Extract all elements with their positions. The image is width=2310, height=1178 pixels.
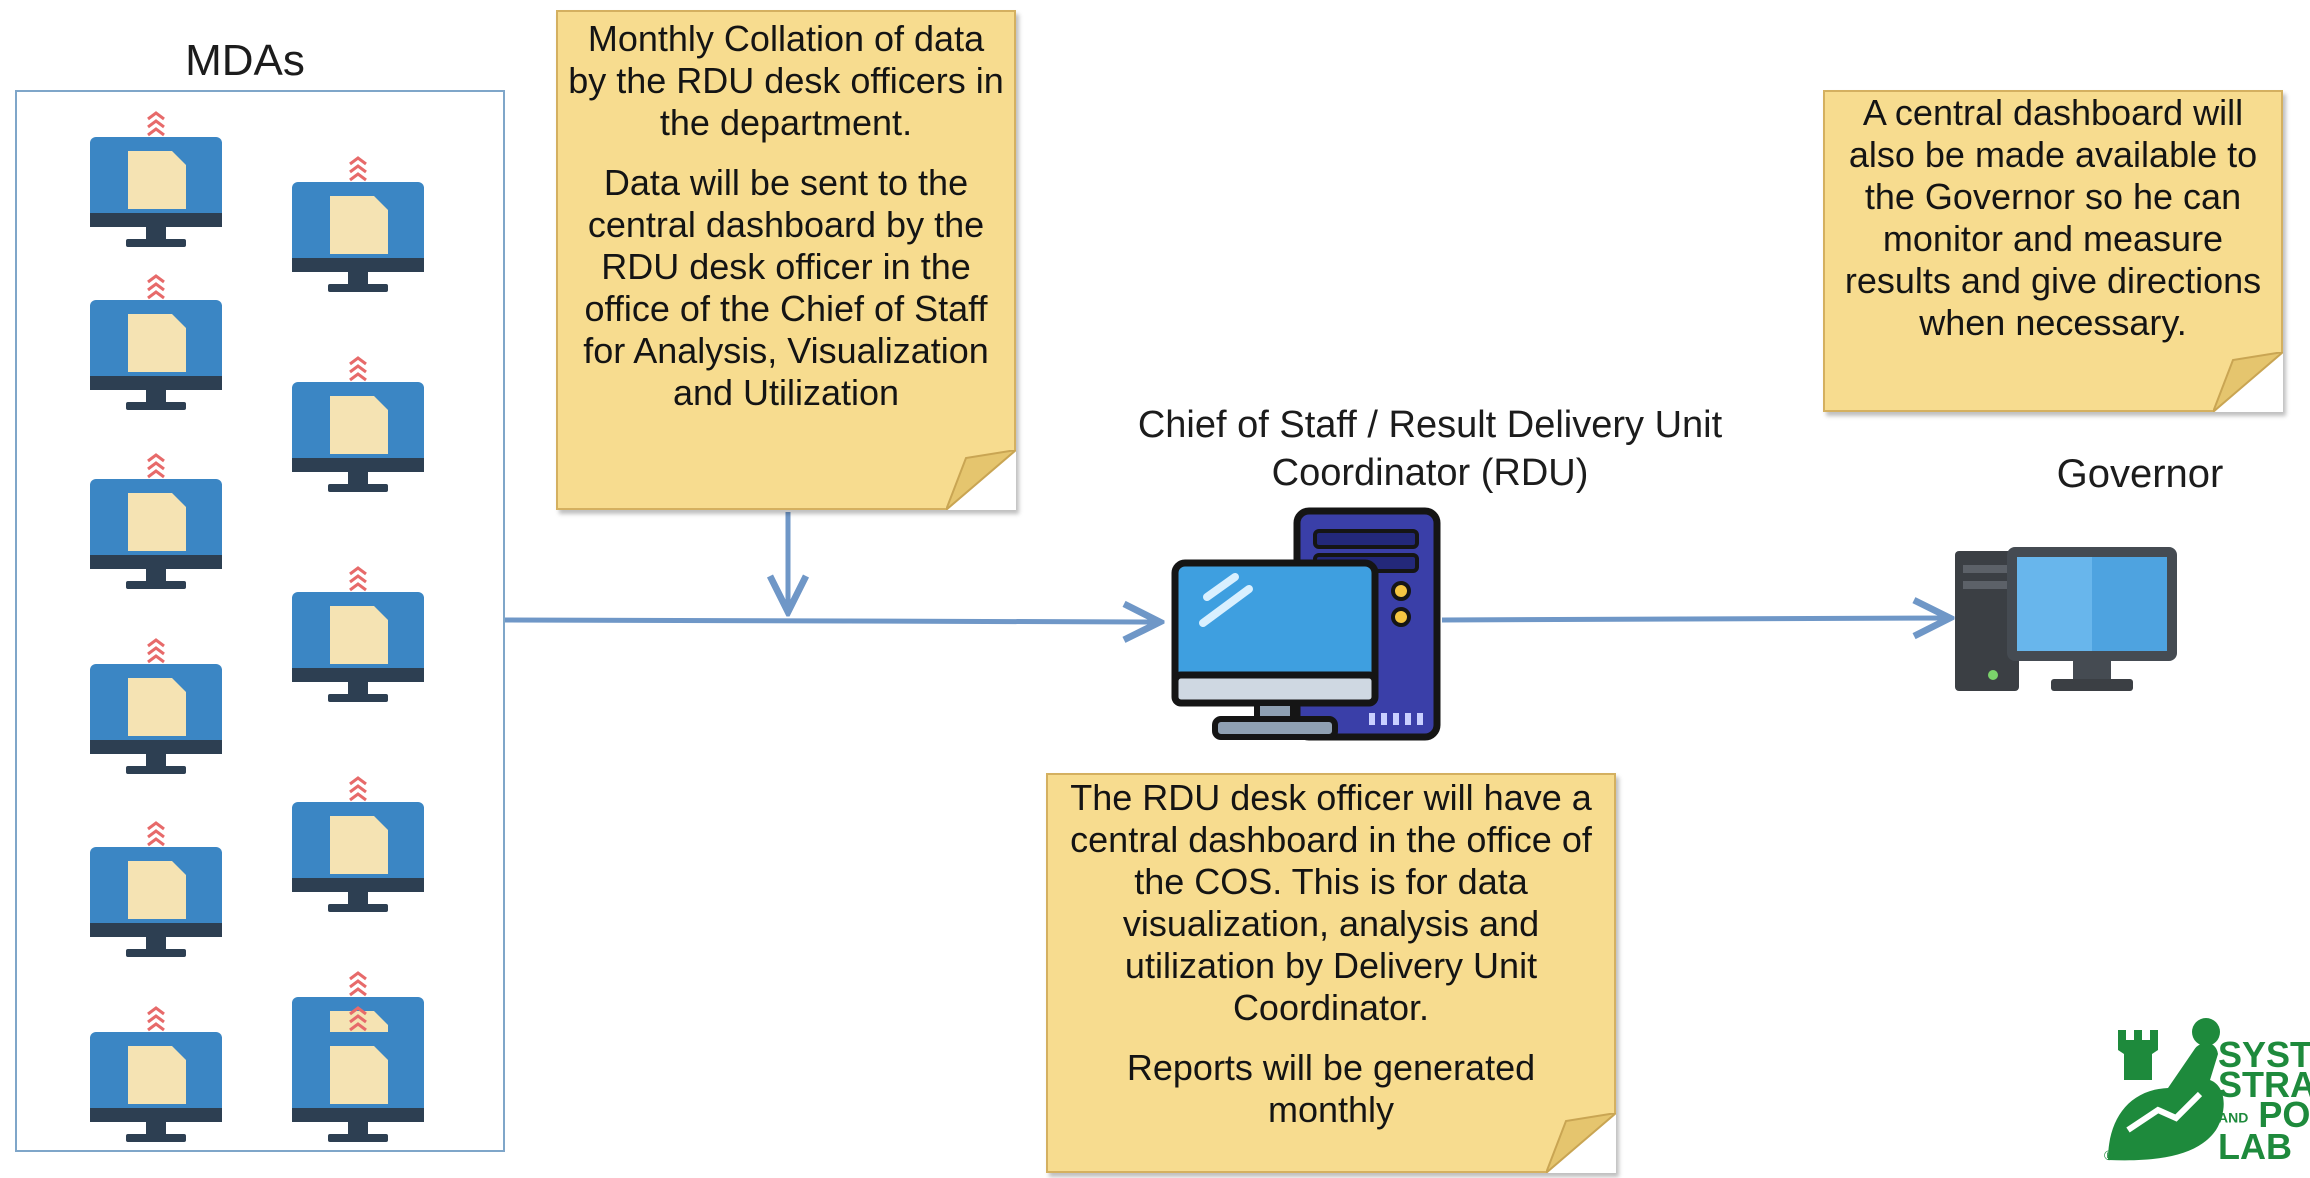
mda-monitor-icon — [292, 1006, 424, 1142]
mda-monitor-icon — [292, 356, 424, 492]
governor-computer-icon — [1955, 547, 2177, 691]
cos-label-line2: Coordinator (RDU) — [1271, 452, 1589, 494]
mdas-title: MDAs — [185, 36, 305, 85]
note-governor-dashboard: A central dashboard will also be made av… — [1823, 90, 2283, 412]
note-monthly-collation: Monthly Collation of data by the RDU des… — [556, 10, 1016, 510]
note-collation-text-1: Monthly Collation of data by the RDU des… — [568, 18, 1004, 143]
system-strategy-logo: ® — [2104, 1018, 2224, 1163]
mda-monitor-icon — [90, 821, 222, 957]
mda-monitor-icon — [90, 453, 222, 589]
cos-label-line1: Chief of Staff / Result Delivery Unit — [1137, 404, 1723, 446]
registered-mark: ® — [2104, 1147, 2115, 1163]
mda-monitor-icon — [90, 1006, 222, 1142]
mda-monitor-icon — [292, 156, 424, 292]
note-fold-icon — [1546, 1113, 1616, 1173]
logo-line-1: SYSTEM — [2218, 1034, 2310, 1075]
note-fold-icon — [946, 450, 1016, 510]
mda-monitor-icon — [90, 638, 222, 774]
note-rdu-text-2: Reports will be generated monthly — [1126, 1047, 1536, 1130]
note-governor-text: A central dashboard will also be made av… — [1844, 92, 2262, 343]
logo-line-3: AND POL — [2218, 1097, 2310, 1133]
governor-label: Governor — [2056, 452, 2224, 496]
logo-line-2: STRAT — [2218, 1064, 2310, 1105]
mda-monitor-icon — [90, 274, 222, 410]
arrow-cos-to-governor — [1441, 618, 1950, 620]
mda-monitor-icon — [292, 776, 424, 912]
logo-line-3-small: AND — [2218, 1109, 2249, 1126]
mda-monitor-icon — [90, 111, 222, 247]
desktop-tower-computer-icon — [1171, 507, 1441, 741]
arrow-mdas-to-cos — [504, 620, 1160, 622]
note-rdu-dashboard: The RDU desk officer will have a central… — [1046, 773, 1616, 1173]
note-rdu-text-1: The RDU desk officer will have a central… — [1070, 777, 1592, 1028]
logo-line-3-main: POL — [2258, 1094, 2310, 1135]
note-collation-text-2: Data will be sent to the central dashboa… — [583, 162, 989, 413]
logo-text: SYSTEM STRAT AND POL LAB — [2218, 1034, 2310, 1168]
mda-monitor-icon — [292, 566, 424, 702]
logo-line-4: LAB — [2218, 1126, 2292, 1168]
note-fold-icon — [2213, 352, 2283, 412]
